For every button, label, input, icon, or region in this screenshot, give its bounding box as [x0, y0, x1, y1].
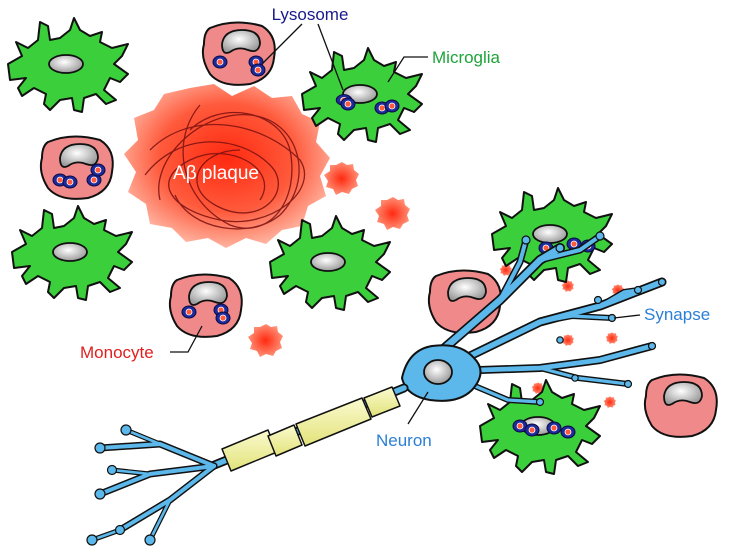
lysosome-callout: [261, 23, 303, 65]
microglia-mid-left: [11, 205, 133, 301]
microglia-top-right: [301, 47, 423, 143]
microglia-callout: [387, 56, 428, 83]
abeta-droplet: [375, 197, 410, 230]
abeta-droplet: [605, 332, 618, 344]
monocyte-right-top: [427, 269, 502, 334]
neuron-callout: [407, 391, 429, 425]
neuron-dendrites-fill: [436, 234, 665, 404]
monocyte-callout: [170, 325, 203, 353]
axon-terminals-fill: [90, 428, 216, 542]
monocyte-left: [39, 135, 114, 200]
lysosome-label: Lysosome: [272, 5, 349, 24]
monocyte-right-bottom: [643, 373, 718, 438]
abeta-droplet: [603, 396, 616, 408]
abeta-droplet: [324, 162, 359, 195]
myelin-sheath: [221, 386, 401, 472]
monocyte-top: [201, 21, 276, 86]
callout-lines: [170, 23, 641, 425]
synapse-callout: [613, 314, 641, 319]
lysosome-callout-2: [317, 23, 344, 91]
synapse-label: Synapse: [644, 305, 710, 324]
neuron-nucleus: [423, 359, 453, 385]
neuron: [86, 231, 667, 546]
microglia-top-left: [7, 17, 129, 113]
microglia-center: [269, 215, 391, 311]
abeta-plaque: Aβ plaque: [124, 84, 330, 248]
microglia-label: Microglia: [432, 48, 501, 67]
monocyte-bottom: [168, 273, 243, 338]
abeta-droplet: [248, 324, 283, 357]
synaptic-spines: [521, 231, 667, 407]
monocyte-label: Monocyte: [80, 343, 154, 362]
plaque-label: Aβ plaque: [173, 163, 259, 184]
neuron-label: Neuron: [376, 431, 432, 450]
plaque-fibrils: [144, 104, 306, 230]
terminal-boutons: [86, 424, 156, 546]
